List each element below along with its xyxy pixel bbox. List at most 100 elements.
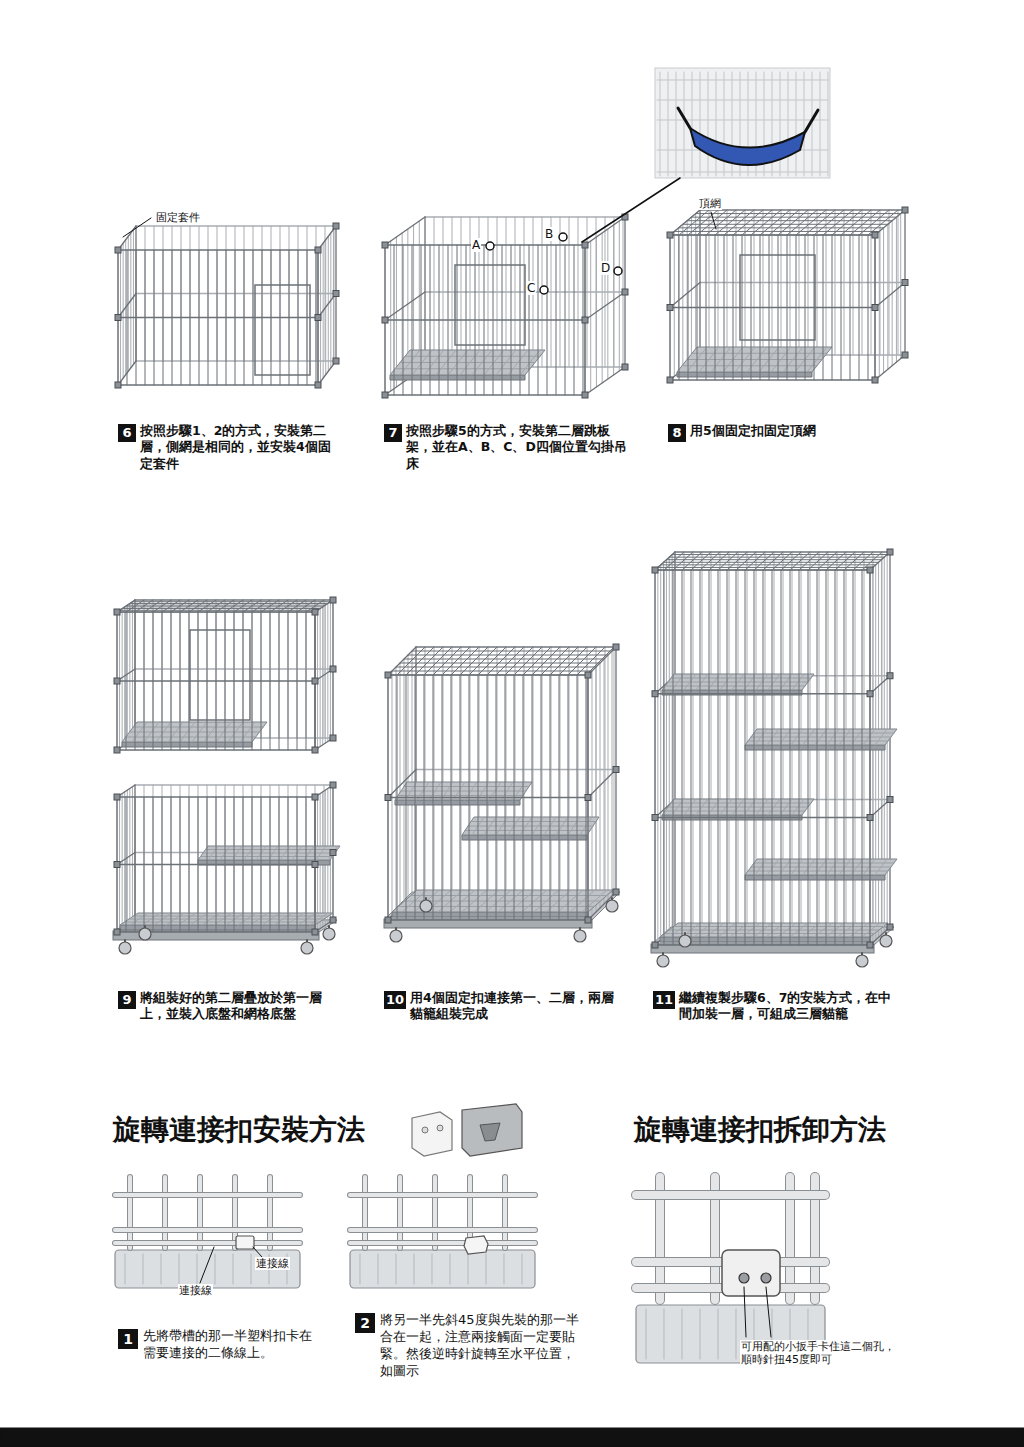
clip-fixture [330,666,336,672]
top-wire [763,552,783,570]
top-wire [700,210,905,211]
clip-fixture [585,917,591,923]
shelf-rib [755,859,767,875]
clip-fixture [114,862,120,868]
top-wire [687,220,892,221]
tray-rib [736,1309,737,1359]
top-wire [778,210,808,235]
photo-wire [828,72,829,176]
shelf-rib [180,722,195,742]
tray-rib [450,1254,451,1284]
photo-wire [657,172,828,173]
step-number: 2 [355,1313,375,1333]
clip-fixture [652,567,658,573]
top-wire [844,552,864,570]
top-wire [823,210,853,235]
top-wire [727,552,747,570]
top-wire [808,552,828,570]
tray-rib [233,1254,234,1284]
top-wire [715,210,745,235]
top-wire [478,647,506,675]
leader-line [253,1247,262,1257]
front-wire [700,570,701,945]
shelf-rib [412,350,432,375]
photo-wire [684,72,685,176]
shelf-rib [228,722,243,742]
side-wire [672,555,673,930]
front-wire [664,570,665,945]
top-wire [683,224,888,225]
front-wire [844,570,845,945]
front-wire [673,570,674,945]
hammock-strap [678,108,690,128]
top-wire [514,647,542,675]
rotary-clip [722,1250,780,1296]
rotary-clip-half [236,1236,254,1249]
callout-label: B [544,227,554,241]
front-wire [655,693,870,695]
top-wire [171,600,189,612]
back-wire [135,784,333,785]
top-wire [835,552,855,570]
front-wire [817,570,818,945]
back-wire [700,209,905,210]
shelf-rib [684,674,696,690]
clip-fixture [114,929,120,935]
tube [127,1177,133,1248]
tube [636,1190,825,1200]
shelf-rib [839,729,851,745]
shelf-rib [448,350,468,375]
back-wire [700,282,905,283]
side-wire [318,361,336,385]
side-wire [385,217,425,245]
shelf-rib [556,817,568,835]
tube [115,1227,300,1233]
photo-wire [796,72,797,176]
step-text: 按照步驟5的方式，安裝第二層跳板架，並在A、B、C、D四個位置勾掛吊床 [406,423,629,472]
clip-fixture [115,247,121,253]
clip-fixture [330,850,336,856]
top-wire [718,552,738,570]
shelf-rib [168,722,183,742]
top-wire [207,600,225,612]
tube [350,1241,535,1245]
tray-rib [125,1254,126,1284]
shelf-rib [484,350,504,375]
tube [350,1193,535,1197]
clip-fixture [582,242,588,248]
callout-label: 頂網 [698,197,722,210]
caster-wheel [390,930,402,942]
top-wire [751,210,781,235]
hammock-strap [805,110,818,132]
step-text: 用4個固定扣連接第一、二層，兩層貓籠組裝完成 [410,990,614,1023]
top-wire [270,600,288,612]
step-box: 9將組裝好的第二層疊放於第一層上，並裝入底盤和網格底盤 [118,990,346,1025]
shelf-rib [144,722,159,742]
clip-fixture [382,317,388,323]
front-wire [117,749,315,751]
shelf [662,799,814,815]
front-wire [835,570,836,945]
side-wire [875,565,876,940]
shelf-rib [462,890,487,912]
shelf-rib [192,722,207,742]
front-wire [754,570,755,945]
side-wire [666,560,667,935]
shelf-rib [875,859,887,875]
shelf-rib [570,890,595,912]
photo-wire [657,100,828,101]
step-number: 1 [118,1329,138,1349]
caster-wheel [323,928,335,940]
clip-fixture [902,280,908,286]
side-wire [318,294,336,318]
tray-rib [161,1254,162,1284]
top-wire [679,210,709,235]
top-wire [252,600,270,612]
side-wire [585,217,625,245]
front-wire [736,570,737,945]
back-wire [729,552,730,927]
clip-fixture [115,315,121,321]
shelf-rib [755,729,767,745]
clip-fixture [872,232,878,238]
callout-label: C [526,281,536,295]
